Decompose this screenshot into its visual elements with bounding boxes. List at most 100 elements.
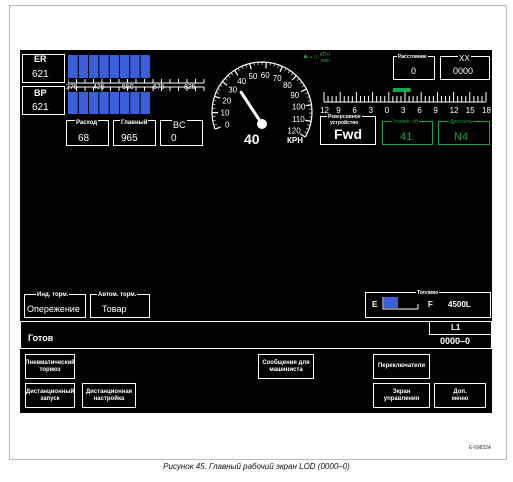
- speed-rate-arrow-icon: ▲: [302, 53, 309, 60]
- status-text: Готов: [28, 333, 54, 343]
- speed-dial-tick: [249, 63, 252, 70]
- speed-dial-tick: [301, 85, 305, 88]
- speed-dial-label: 70: [273, 74, 282, 83]
- speed-dial-label: 0: [225, 121, 230, 130]
- reverser-scale-label: 3: [401, 106, 406, 115]
- speed-dial-tick: [299, 81, 303, 84]
- bp-box: [22, 86, 65, 115]
- speed-dial-tick: [213, 100, 217, 102]
- automatic-brake-value: Товар: [102, 304, 127, 314]
- speed-dial-label: 40: [237, 77, 246, 86]
- scale-tick-425: 425: [93, 84, 105, 91]
- xx-value: 0000: [453, 66, 474, 76]
- bp-label: BP: [34, 88, 47, 98]
- speed-dial-tick: [287, 70, 291, 74]
- speed-dial-tick: [273, 63, 275, 67]
- scale-tick-275: 275: [66, 84, 78, 91]
- speed-dial-tick: [304, 131, 308, 134]
- speed-dial-tick: [227, 75, 231, 78]
- scale-tick-825: 825: [184, 84, 196, 91]
- speed-dial-label: 50: [248, 72, 257, 81]
- reverser-scale-label: 12: [449, 106, 459, 115]
- reverser-scale-label: 18: [482, 106, 491, 115]
- distance-value: 0: [411, 66, 417, 76]
- reverser-scale-label: 9: [336, 106, 341, 115]
- speed-needle-hub: [257, 119, 267, 129]
- speed-dial-tick: [300, 88, 307, 93]
- bc-label: BC: [172, 120, 187, 130]
- speed-dial-tick: [305, 104, 312, 107]
- more-menu-button[interactable]: Доп.меню: [434, 383, 486, 408]
- speed-dial-tick: [277, 64, 279, 68]
- fuel-value: 4500L: [448, 300, 471, 309]
- speed-unit: КРН: [287, 136, 303, 145]
- speed-dial-tick: [269, 62, 271, 66]
- xx-label: XX: [458, 54, 471, 63]
- distance-label: Расстояние: [397, 54, 428, 60]
- speed-dial-tick: [296, 78, 300, 81]
- speed-dial-label: 10: [221, 109, 230, 118]
- reverser-scale-label: 6: [352, 106, 357, 115]
- speed-dial-tick: [241, 66, 244, 70]
- speed-dial-tick: [307, 100, 311, 102]
- throttle-value: N4: [454, 131, 469, 143]
- lod-main-screen: ER 621 BP 621 275 425 550 675 825 Расход…: [20, 50, 492, 413]
- speed-dial-tick: [291, 75, 297, 81]
- effort-value: 41: [400, 131, 413, 143]
- speed-dial-tick: [221, 81, 228, 86]
- independent-brake-label: Инд. торм.: [36, 292, 70, 298]
- pressure-bar-graph: [68, 55, 205, 114]
- speed-dial-label: 80: [283, 81, 292, 90]
- reverser-scale-label: 6: [417, 106, 422, 115]
- speed-dial-tick: [237, 67, 240, 71]
- main-label: Главный: [120, 120, 149, 126]
- fuel-gauge: [382, 297, 419, 310]
- speed-dial-tick: [279, 66, 284, 73]
- speed-dial-tick: [212, 120, 216, 122]
- speed-dial-tick: [230, 72, 234, 76]
- reverser-scale: [323, 88, 487, 103]
- speed-dial-tick: [305, 92, 309, 95]
- reverser-label-2: устройство: [330, 120, 359, 126]
- switches-button[interactable]: Переключатели: [373, 354, 430, 379]
- speed-dial-tick: [215, 92, 219, 94]
- speed-rate-unit-top: КПЧ: [320, 52, 330, 58]
- speed-dial-label: 120: [287, 127, 301, 136]
- speed-dial-tick: [234, 69, 239, 76]
- bp-value: 621: [32, 102, 49, 113]
- speed-dial-tick: [224, 78, 228, 81]
- reverser-scale-label: 9: [433, 106, 438, 115]
- er-box: [22, 54, 65, 83]
- reverser-label-1: Реверсивное: [327, 114, 362, 120]
- status-code: 0000–0: [440, 336, 471, 346]
- status-bar: [20, 321, 492, 349]
- reverser-scale-label: 12: [320, 106, 329, 115]
- l1-box: [429, 321, 492, 335]
- throttle-label: Дроссель: [449, 119, 474, 125]
- speed-dial-tick: [299, 133, 306, 138]
- fuel-e-label: E: [372, 300, 378, 309]
- figure-code: E-69832A: [469, 445, 492, 451]
- speed-dial-tick: [284, 68, 287, 72]
- speed-dial-tick: [307, 124, 311, 126]
- speed-dial-label: 90: [290, 91, 299, 100]
- speed-dial-tick: [291, 72, 294, 76]
- scale-tick-550: 550: [122, 84, 134, 91]
- fuel-f-label: F: [428, 300, 433, 309]
- figure-caption: Рисунок 45. Главный рабочий экран LOD (0…: [163, 462, 350, 471]
- fuel-label: Топливо: [416, 290, 440, 296]
- speed-dial-label: 30: [228, 85, 237, 94]
- fuel-gauge-fill: [384, 297, 398, 308]
- speed-dial-tick: [219, 84, 223, 87]
- flow-value: 68: [78, 133, 90, 144]
- reverser-value: Fwd: [334, 126, 362, 142]
- reverser-scale-label: 15: [465, 106, 475, 115]
- reverser-scale-label: 0: [384, 106, 390, 115]
- speed-dial-tick: [213, 124, 217, 126]
